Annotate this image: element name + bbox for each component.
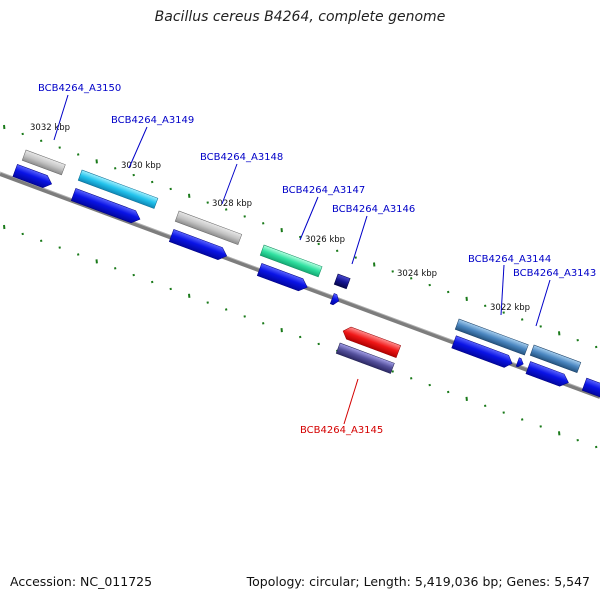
cds-arrow[interactable] [515, 357, 525, 369]
scale-label-3022: 3022 kbp [490, 303, 530, 313]
scale-label-3032: 3032 kbp [30, 123, 70, 133]
gene-feature-a3143[interactable] [529, 344, 582, 374]
gene-feature-a3147[interactable] [259, 244, 323, 278]
scale-label-3030: 3030 kbp [121, 161, 161, 171]
leader-a3146 [351, 215, 368, 265]
cds-arrow[interactable] [70, 188, 142, 225]
gene-feature-a3145[interactable] [341, 325, 401, 358]
leader-a3144 [500, 264, 505, 316]
gene-label-a3145[interactable]: BCB4264_A3145 [300, 425, 383, 436]
scale-label-3028: 3028 kbp [212, 199, 252, 209]
gene-label-a3143[interactable]: BCB4264_A3143 [513, 268, 596, 279]
scale-ticks-outer [3, 124, 598, 349]
scale-label-3026: 3026 kbp [305, 235, 345, 245]
leader-a3147 [299, 196, 319, 241]
gene-label-a3147[interactable]: BCB4264_A3147 [282, 185, 365, 196]
gene-label-a3150[interactable]: BCB4264_A3150 [38, 83, 121, 94]
gene-labels: BCB4264_A3150 BCB4264_A3149 BCB4264_A314… [38, 83, 596, 436]
gene-label-a3144[interactable]: BCB4264_A3144 [468, 254, 551, 265]
accession-text: Accession: NC_011725 [10, 574, 153, 589]
gene-feature-a3148[interactable] [174, 210, 243, 245]
cds-arrow[interactable] [168, 229, 229, 262]
gene-feature-a3149[interactable] [77, 169, 159, 209]
cds-arrow[interactable] [525, 361, 571, 389]
leader-a3150 [53, 94, 69, 141]
cds-arrow[interactable] [329, 293, 340, 306]
cds-arrow[interactable] [12, 164, 54, 190]
gene-features [21, 149, 582, 374]
leader-a3143 [535, 279, 551, 327]
scale-label-3024: 3024 kbp [397, 269, 437, 279]
gene-feature-a3144[interactable] [454, 318, 529, 356]
scale-labels: 3032 kbp 3030 kbp 3028 kbp 3026 kbp 3024… [30, 123, 530, 313]
cds-arrow[interactable] [256, 263, 309, 293]
leader-a3149 [128, 126, 148, 169]
gene-feature-a3150[interactable] [21, 149, 66, 176]
gene-feature-a3145-lower[interactable] [335, 342, 395, 374]
gene-label-a3149[interactable]: BCB4264_A3149 [111, 115, 194, 126]
leader-a3145 [343, 378, 359, 425]
gene-label-a3148[interactable]: BCB4264_A3148 [200, 152, 283, 163]
map-title: Bacillus cereus B4264, complete genome [154, 9, 446, 25]
leader-a3148 [221, 163, 238, 205]
label-leaders [53, 94, 551, 425]
gene-feature-a3146[interactable] [333, 273, 351, 290]
gene-label-a3146[interactable]: BCB4264_A3146 [332, 204, 415, 215]
cds-arrow[interactable] [451, 335, 515, 370]
genome-summary: Topology: circular; Length: 5,419,036 bp… [246, 574, 590, 589]
